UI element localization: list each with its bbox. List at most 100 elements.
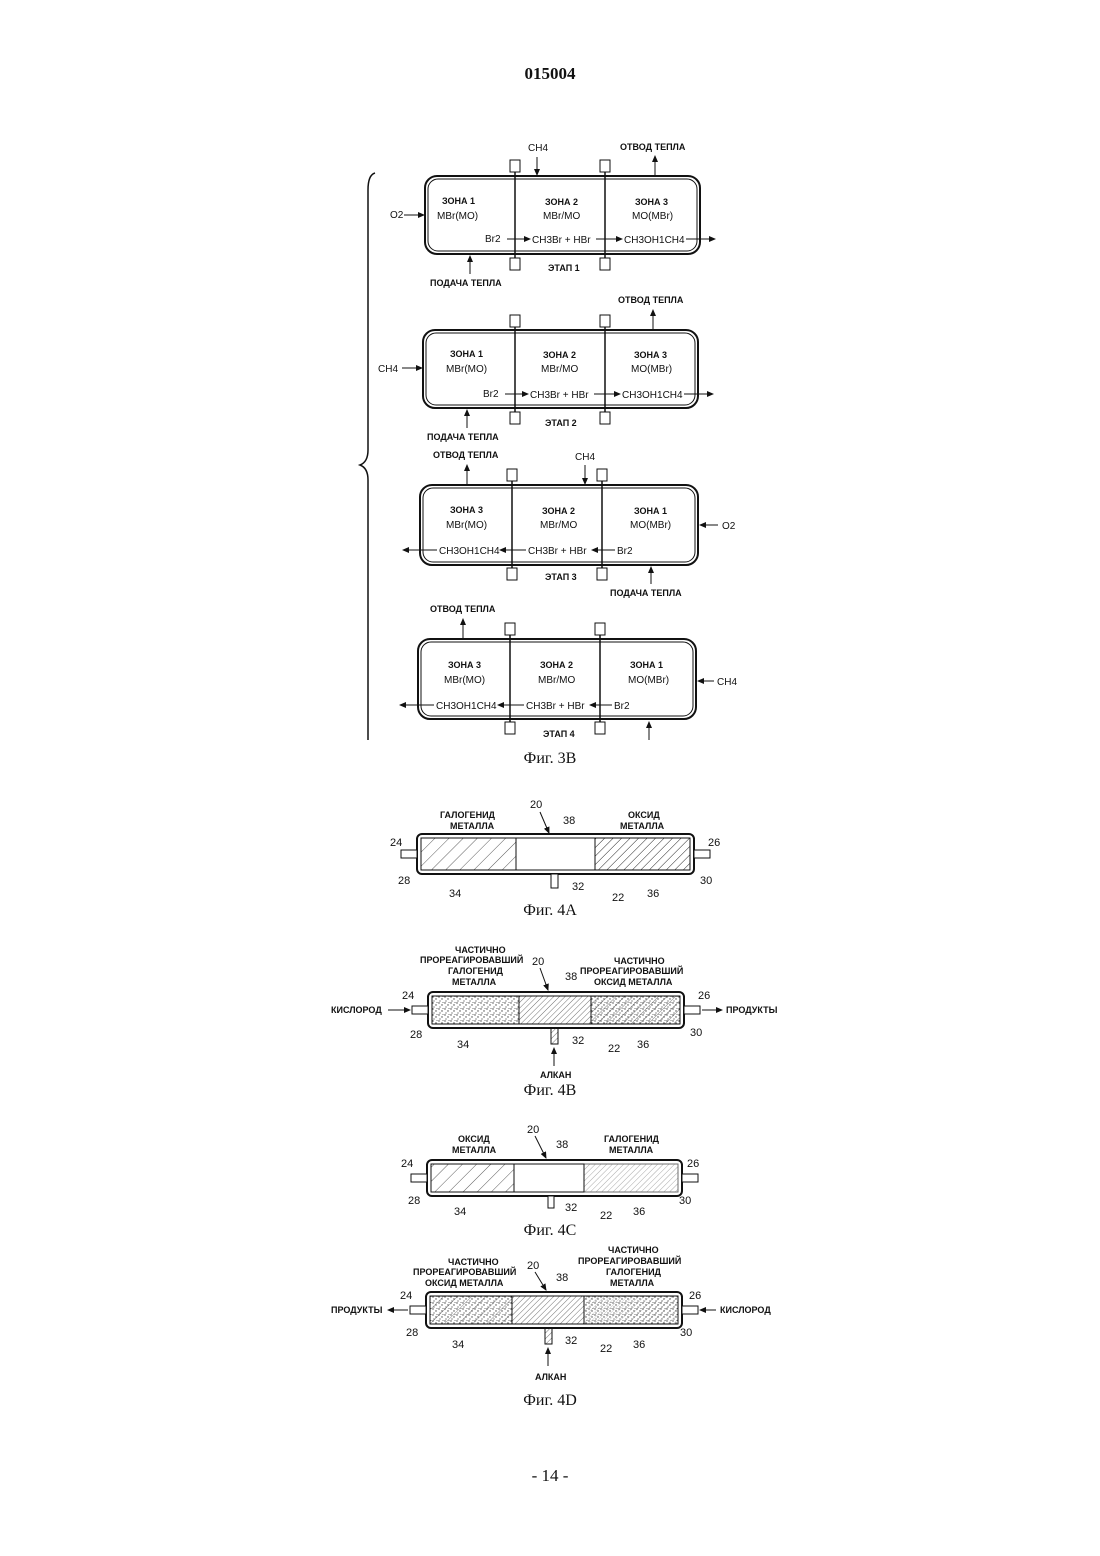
stage-1-reactor: ЗОНА 1 MBr(MO) ЗОНА 2 MBr/MO ЗОНА 3 MO(M… [390, 142, 715, 288]
ref-number: 32 [565, 1335, 577, 1347]
stage-label: ЭТАП 2 [545, 418, 577, 428]
ref-number: 38 [556, 1139, 568, 1151]
fig3b-caption: Фиг. 3B [0, 750, 1100, 768]
ref-number: 24 [400, 1290, 412, 1302]
stage-label: ЭТАП 3 [545, 572, 577, 582]
ref-number: 32 [572, 1035, 584, 1047]
fig4b-right-label: ЧАСТИЧНО [614, 956, 665, 966]
zone-label: ЗОНА 3 [634, 350, 667, 360]
zone-label: ЗОНА 2 [542, 506, 575, 516]
fig4d-caption: Фиг. 4D [0, 1392, 1100, 1410]
fig4a-right-label: ОКСИД [628, 810, 660, 820]
inlet-label: КИСЛОРОД [331, 1005, 382, 1015]
fig4b-left-label: ПРОРЕАГИРОВАВШИЙ [420, 954, 523, 965]
ref-number: 36 [647, 888, 659, 900]
chem-reactant: Br2 [614, 701, 630, 712]
stage-3-reactor: ЗОНА 3 MBr(MO) ЗОНА 2 MBr/MO ЗОНА 1 MO(M… [403, 450, 736, 598]
ref-number: 20 [527, 1260, 539, 1272]
fig4c-left-label: ОКСИД [458, 1134, 490, 1144]
ref-number: 36 [633, 1206, 645, 1218]
zone-material: MO(MBr) [628, 675, 669, 686]
figure-4a: ГАЛОГЕНИД МЕТАЛЛА ОКСИД МЕТАЛЛА 20 38 24… [390, 799, 720, 904]
bottom-label: АЛКАН [535, 1372, 566, 1382]
ref-number: 22 [600, 1210, 612, 1222]
ref-number: 28 [408, 1195, 420, 1207]
heat-out-label: ОТВОД ТЕПЛА [620, 142, 686, 152]
zone-material: MBr/MO [538, 675, 575, 686]
ref-number: 36 [633, 1339, 645, 1351]
fig4a-right-label: МЕТАЛЛА [620, 821, 665, 831]
fig4b-caption: Фиг. 4B [0, 1082, 1100, 1100]
chem-product: CH3OH1CH4 [436, 701, 497, 712]
fig4b-left-label: ЧАСТИЧНО [455, 945, 506, 955]
zone-material: MO(MBr) [631, 364, 672, 375]
input-label: CH4 [717, 677, 737, 688]
zone-material: MBr/MO [540, 520, 577, 531]
figure-4d: ЧАСТИЧНО ПРОРЕАГИРОВАВШИЙ ОКСИД МЕТАЛЛА … [331, 1245, 771, 1382]
ref-number: 28 [398, 875, 410, 887]
fig4b-right-label: ОКСИД МЕТАЛЛА [594, 977, 673, 987]
ref-number: 24 [390, 837, 402, 849]
page-number: - 14 - [0, 1466, 1100, 1486]
fig4d-left-label: ЧАСТИЧНО [448, 1257, 499, 1267]
figure-4c: ОКСИД МЕТАЛЛА ГАЛОГЕНИД МЕТАЛЛА 20 38 24… [401, 1124, 699, 1222]
ref-number: 30 [679, 1195, 691, 1207]
ref-number: 26 [708, 837, 720, 849]
ref-number: 24 [402, 990, 414, 1002]
ref-number: 34 [457, 1039, 469, 1051]
stage-4-reactor: ЗОНА 3 MBr(MO) ЗОНА 2 MBr/MO ЗОНА 1 MO(M… [400, 604, 737, 740]
stage-2-reactor: ЗОНА 1 MBr(MO) ЗОНА 2 MBr/MO ЗОНА 3 MO(M… [378, 295, 713, 442]
input-label: CH4 [528, 143, 548, 154]
input-label: CH4 [378, 364, 398, 375]
fig4b-right-label: ПРОРЕАГИРОВАВШИЙ [580, 965, 683, 976]
chem-reactant: Br2 [483, 389, 499, 400]
ref-number: 20 [532, 956, 544, 968]
ref-number: 28 [406, 1327, 418, 1339]
ref-number: 26 [687, 1158, 699, 1170]
fig4c-caption: Фиг. 4C [0, 1222, 1100, 1240]
ref-number: 24 [401, 1158, 413, 1170]
chem-intermediate: CH3Br + HBr [526, 701, 585, 712]
stage-label: ЭТАП 1 [548, 263, 580, 273]
input-label: O2 [390, 210, 404, 221]
chem-reactant: Br2 [617, 546, 633, 557]
ref-number: 30 [690, 1027, 702, 1039]
fig4d-right-label: ПРОРЕАГИРОВАВШИЙ [578, 1255, 681, 1266]
chem-product: CH3OH1CH4 [622, 390, 683, 401]
chem-product: CH3OH1CH4 [439, 546, 500, 557]
zone-material: MBr(MO) [437, 211, 478, 222]
chem-reactant: Br2 [485, 234, 501, 245]
fig4a-caption: Фиг. 4A [0, 902, 1100, 920]
ref-number: 26 [698, 990, 710, 1002]
ref-number: 20 [527, 1124, 539, 1136]
ref-number: 38 [556, 1272, 568, 1284]
ref-number: 28 [410, 1029, 422, 1041]
stage-brace [360, 173, 375, 740]
zone-material: MO(MBr) [630, 520, 671, 531]
fig4b-left-label: МЕТАЛЛА [452, 977, 497, 987]
heat-in-label: ПОДАЧА ТЕПЛА [427, 432, 499, 442]
chem-product: CH3OH1CH4 [624, 235, 685, 246]
zone-label: ЗОНА 1 [630, 660, 663, 670]
fig4d-left-label: ПРОРЕАГИРОВАВШИЙ [413, 1266, 516, 1277]
fig4c-right-label: МЕТАЛЛА [609, 1145, 654, 1155]
zone-label: ЗОНА 3 [450, 505, 483, 515]
heat-in-label: ПОДАЧА ТЕПЛА [610, 588, 682, 598]
zone-material: MBr(MO) [446, 520, 487, 531]
fig4a-left-label: ГАЛОГЕНИД [440, 810, 496, 820]
ref-number: 22 [608, 1043, 620, 1055]
chem-intermediate: CH3Br + HBr [530, 390, 589, 401]
bottom-label: АЛКАН [540, 1070, 571, 1080]
zone-label: ЗОНА 1 [634, 506, 667, 516]
outlet-label: ПРОДУКТЫ [331, 1305, 383, 1315]
ref-number: 34 [449, 888, 461, 900]
inlet-label: КИСЛОРОД [720, 1305, 771, 1315]
ref-number: 38 [565, 971, 577, 983]
zone-label: ЗОНА 3 [635, 197, 668, 207]
zone-label: ЗОНА 2 [540, 660, 573, 670]
fig4b-left-label: ГАЛОГЕНИД [448, 966, 504, 976]
ref-number: 34 [452, 1339, 464, 1351]
input-label: CH4 [575, 452, 595, 463]
stage-label: ЭТАП 4 [543, 729, 575, 739]
